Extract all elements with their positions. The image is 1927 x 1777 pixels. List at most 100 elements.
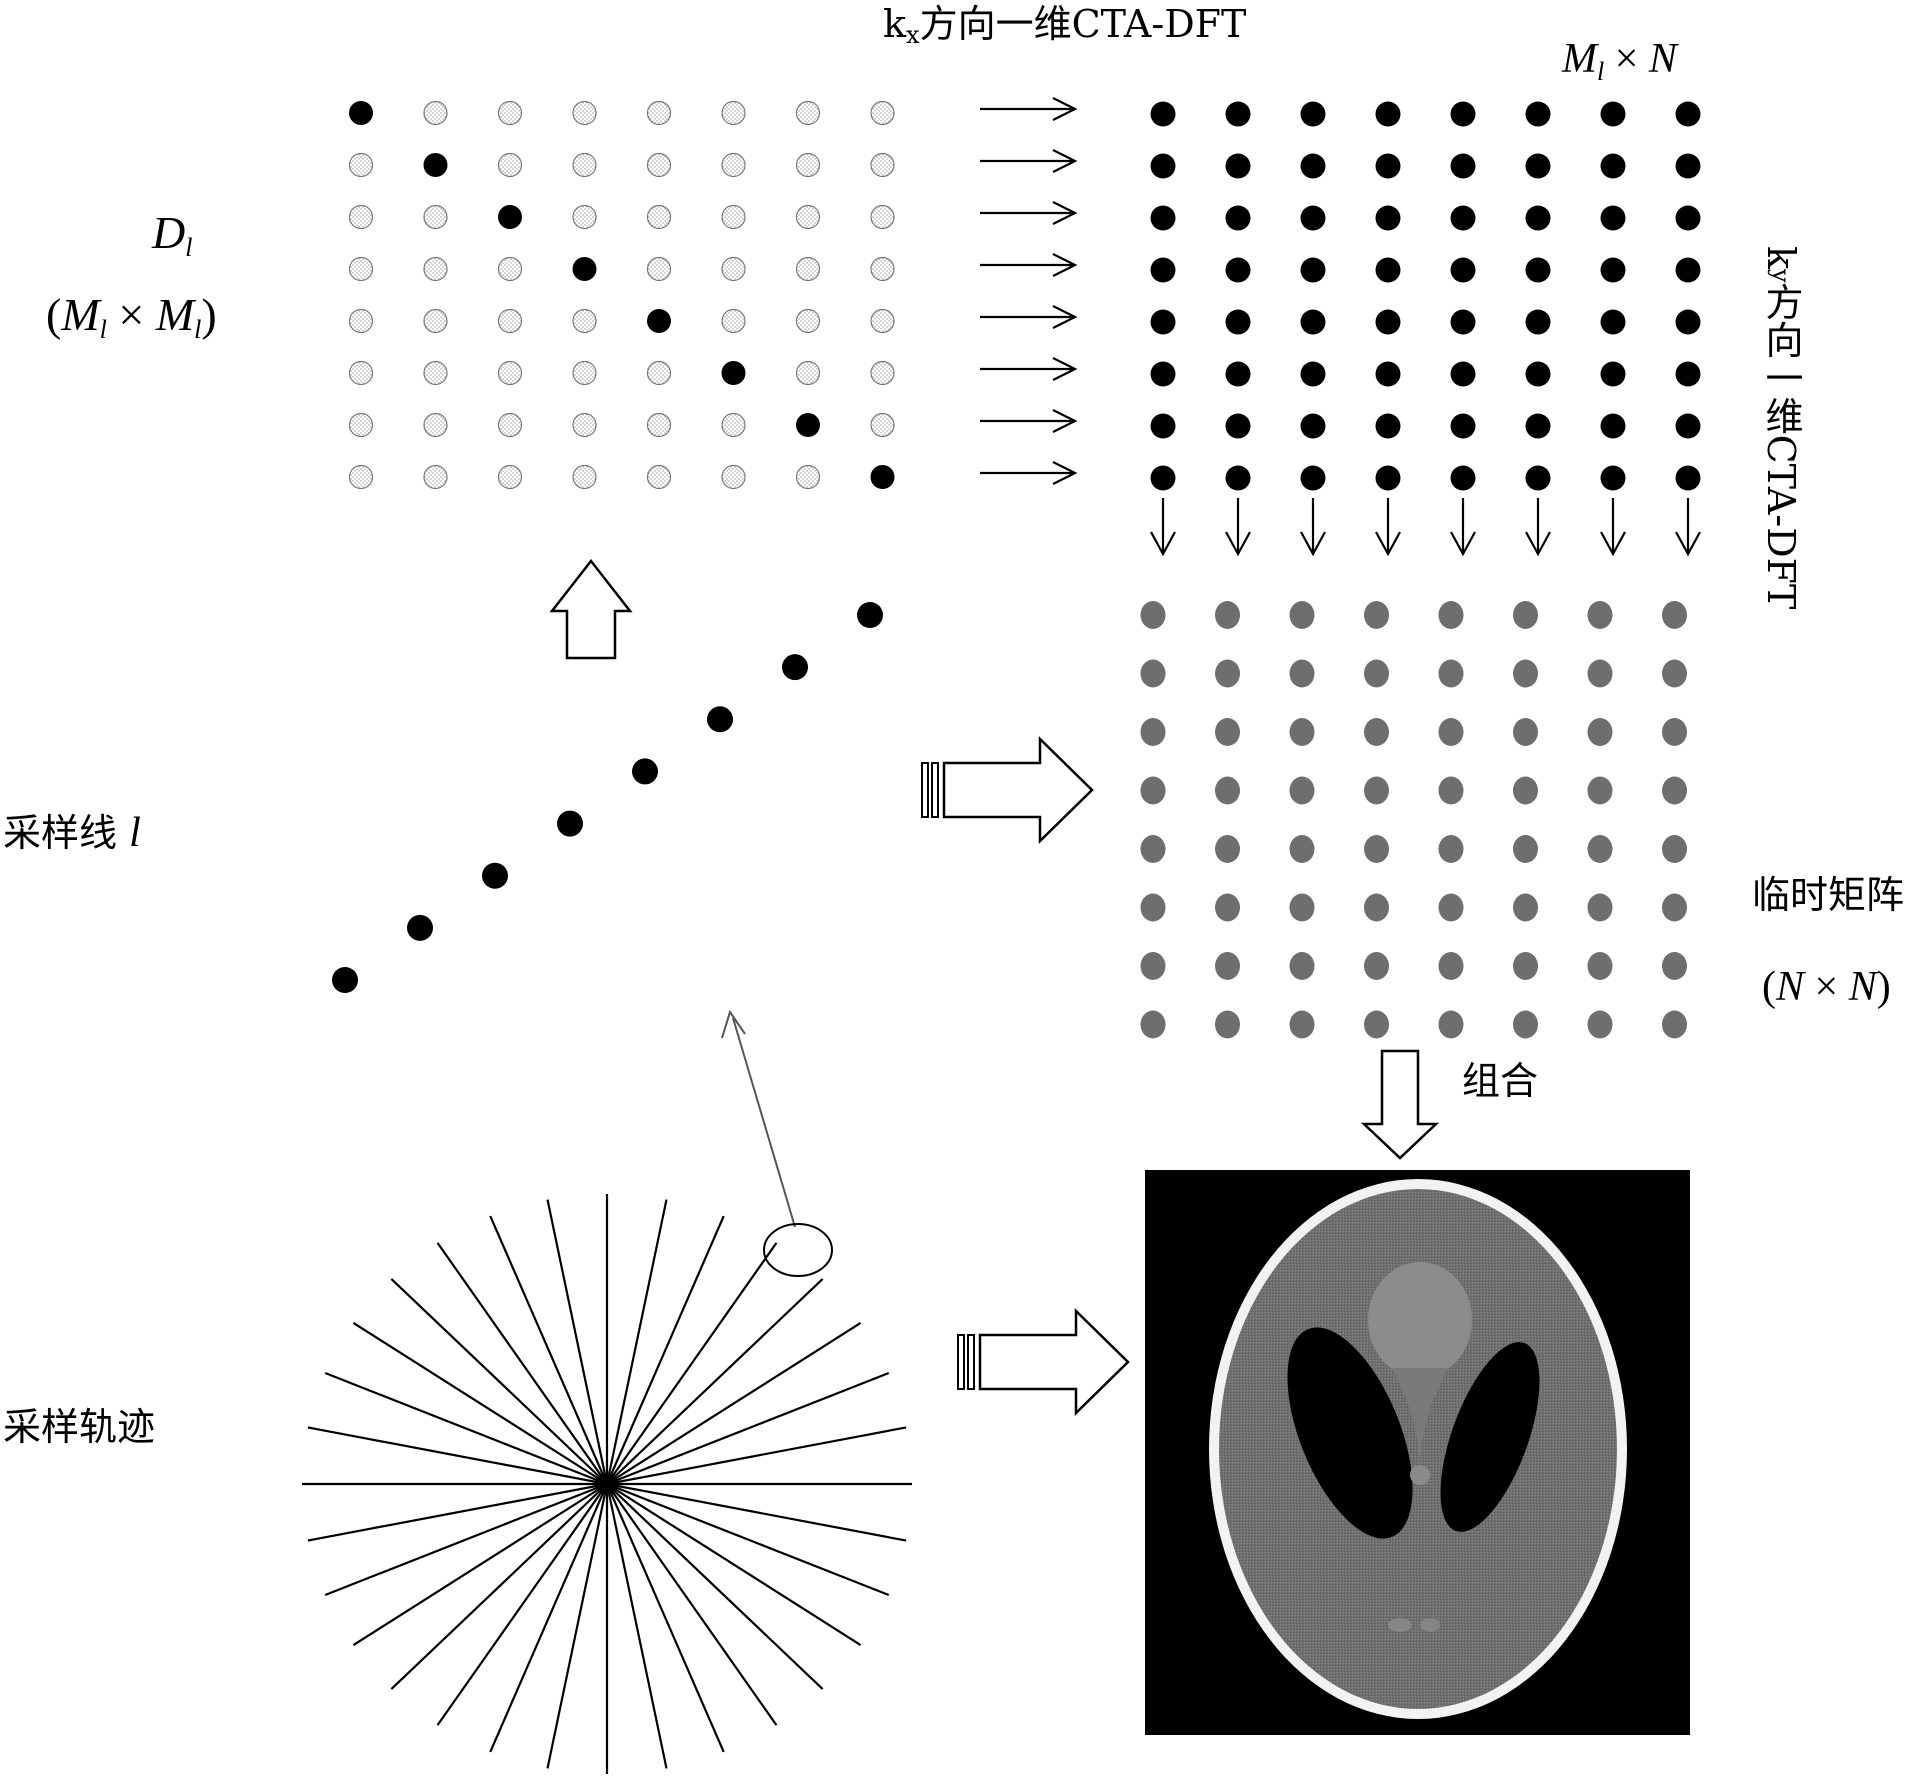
mln-dot [1525, 465, 1551, 491]
temp-dot [1289, 718, 1315, 746]
dl-dot-empty [348, 256, 374, 282]
mln-dot [1600, 465, 1626, 491]
sampling-line-point [332, 967, 358, 993]
mln-dot [1225, 205, 1251, 231]
temp-dot [1438, 776, 1464, 805]
dl-dot-empty [795, 152, 821, 178]
dl-dot-empty [646, 412, 672, 438]
mln-dot [1675, 465, 1701, 491]
mln-dot [1525, 361, 1551, 387]
mln-dot [1675, 413, 1701, 439]
temp-dot [1513, 776, 1538, 805]
temp-dot [1215, 1010, 1240, 1039]
trajectory-spoke [489, 1215, 609, 1485]
trajectory-spoke [546, 1199, 609, 1485]
ml-n-label: Ml × N [1562, 36, 1677, 86]
dl-dot-empty [870, 308, 895, 334]
mln-dot [1600, 101, 1626, 127]
ky-arrow-head [1675, 531, 1701, 557]
mln-dot [1300, 361, 1326, 387]
mln-dot [1375, 101, 1401, 127]
temp-dot [1513, 893, 1538, 922]
mln-dot [1225, 465, 1251, 491]
temp-dot [1215, 659, 1240, 688]
mln-dot [1450, 153, 1476, 179]
mln-dot [1675, 101, 1701, 127]
temp-matrix-label: 临时矩阵 [1752, 873, 1905, 917]
temp-dot [1140, 1010, 1166, 1039]
sampling-trajectory-label: 采样轨迹 [3, 1405, 156, 1449]
sampling-line-point [857, 602, 883, 628]
mln-dot [1525, 205, 1551, 231]
dl-dot-empty [795, 204, 821, 230]
dl-dot-empty [423, 204, 448, 230]
pointer-arrow [721, 1009, 796, 1228]
temp-dot [1140, 893, 1166, 922]
temp-dot [1438, 893, 1464, 922]
dl-label: Dl [152, 207, 193, 262]
mln-dot [1375, 413, 1401, 439]
dl-dot-empty [572, 412, 597, 438]
dl-dot-filled [721, 361, 746, 385]
dl-dot-empty [572, 308, 597, 334]
dl-dot-filled [870, 465, 895, 489]
trajectory-spoke [324, 1371, 608, 1486]
temp-dot [1513, 835, 1538, 863]
dl-dot-empty [870, 256, 895, 282]
ky-arrow-head [1600, 531, 1626, 557]
trajectory-spoke [605, 1215, 725, 1485]
trajectory-spoke [307, 1482, 608, 1542]
dl-dot-empty [870, 152, 895, 178]
trajectory-spoke [390, 1278, 608, 1485]
mln-dot [1525, 101, 1551, 127]
mln-dot [1525, 309, 1551, 335]
dl-dot-empty [497, 100, 523, 126]
ky-arrow-head [1225, 531, 1251, 557]
temp-dot [1587, 893, 1613, 922]
kx-direction-label: kx方向一维CTA-DFT [883, 2, 1247, 49]
temp-dot [1364, 893, 1389, 922]
trajectory-spoke [606, 1321, 862, 1485]
temp-dot [1438, 718, 1464, 746]
selected-line-oval [763, 1223, 833, 1277]
dl-dot-filled [498, 205, 522, 229]
mln-dot [1375, 205, 1401, 231]
mln-dot [1225, 309, 1251, 335]
mln-dot [1225, 153, 1251, 179]
mln-dot [1450, 101, 1476, 127]
trajectory-spoke [605, 1483, 668, 1769]
mln-dot [1450, 257, 1476, 283]
temp-matrix-grid [1140, 601, 1687, 1039]
dl-diagonal-grid [348, 100, 895, 490]
dl-dot-empty [423, 412, 448, 438]
kx-arrow-head [1052, 149, 1078, 173]
mln-dot [1225, 413, 1251, 439]
temp-dot [1662, 776, 1687, 805]
dl-dot-empty [572, 204, 597, 230]
trajectory-spoke [390, 1483, 608, 1690]
temp-dot [1662, 601, 1687, 629]
trajectory-spoke [606, 1483, 862, 1647]
mln-dot [1375, 361, 1401, 387]
temp-dot [1662, 659, 1687, 688]
temp-dot [1587, 1010, 1613, 1039]
sampling-line-point [482, 862, 508, 889]
mln-dot [1375, 309, 1401, 335]
temp-dot [1587, 776, 1613, 805]
sampling-line-point [632, 758, 658, 785]
mln-dot [1450, 205, 1476, 231]
dl-dot-empty [497, 412, 523, 438]
sampling-line-point [782, 654, 808, 681]
trajectory-spoke [606, 1482, 890, 1597]
dl-dot-filled [796, 413, 820, 437]
dl-dot-empty [497, 152, 523, 178]
temp-dot [1438, 601, 1464, 629]
trajectory-spoke [606, 1483, 778, 1726]
dl-dot-empty [348, 204, 374, 230]
ky-arrow-head [1300, 531, 1326, 557]
dl-dot-empty [870, 412, 895, 438]
dl-dot-empty [497, 464, 523, 490]
sampling-line-point [557, 810, 583, 837]
mln-dot [1150, 361, 1176, 387]
